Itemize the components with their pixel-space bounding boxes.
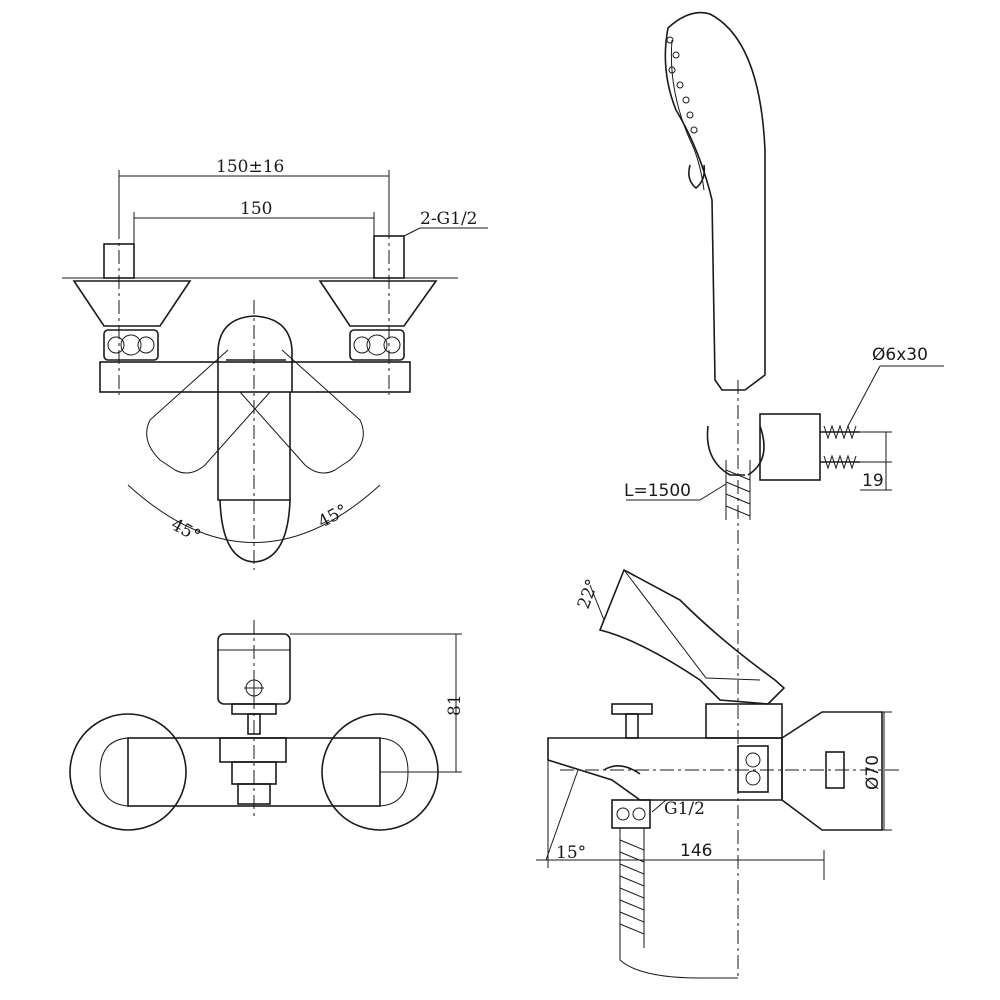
spray-selector <box>688 164 706 190</box>
side-nut-circle-a <box>745 752 761 768</box>
hose-leader <box>699 483 727 501</box>
right-eccentric-cone <box>318 280 438 327</box>
front-view: 81 <box>69 620 465 831</box>
left-nut <box>103 329 159 361</box>
dim-angle-left: 45° <box>168 515 204 547</box>
dim-outlet-thread: G1/2 <box>664 799 705 819</box>
dim-flange-diameter: Ø70 <box>863 755 883 790</box>
lever-angle-arc <box>589 584 605 621</box>
shower-face-line <box>670 39 705 191</box>
dim-height-81: 81 <box>445 694 465 716</box>
outlet-leader <box>651 799 667 813</box>
handle-lever-tip <box>219 499 291 563</box>
side-view: 22° G1/2 15° 146 Ø70 <box>536 568 900 979</box>
side-lever-edge <box>623 569 761 681</box>
nozzle-5 <box>682 96 690 104</box>
side-spout-lip <box>603 765 641 775</box>
nozzle-4 <box>676 81 684 89</box>
nozzle-7 <box>690 126 698 134</box>
cartridge-housing <box>217 315 293 392</box>
dim-anchor-screw: Ø6x30 <box>872 345 928 365</box>
nozzle-1 <box>666 36 674 44</box>
nozzle-3 <box>668 66 676 74</box>
hose-connector-a <box>616 807 630 821</box>
wall-bracket <box>759 413 821 481</box>
left-flange-inner <box>99 737 129 807</box>
right-nut <box>349 329 405 361</box>
thread-leader <box>403 227 421 237</box>
right-nut-arc-b <box>383 336 401 354</box>
left-nut-circle <box>120 334 142 356</box>
side-cartridge <box>705 703 783 739</box>
dim-spout-angle: 15° <box>556 843 586 863</box>
side-diverter-stem <box>625 713 639 739</box>
dim-angle-right: 45° <box>315 501 351 533</box>
dim-spacing: 150 <box>240 199 272 219</box>
top-view: 150±16 150 2-G1/2 45° 45° <box>62 157 488 570</box>
spout-angle-line <box>545 769 579 861</box>
screw-bottom-thread <box>823 454 857 470</box>
handle-rotated-left <box>146 349 271 474</box>
hand-shower-view: Ø6x30 19 L=1500 <box>624 11 944 980</box>
dim-bracket-gap: 19 <box>862 471 884 491</box>
hose-connector <box>611 799 651 829</box>
side-nut <box>737 745 769 793</box>
side-body <box>547 737 783 801</box>
left-nut-arc-a <box>107 336 125 354</box>
front-spout-top <box>219 737 287 763</box>
anchor-screws <box>820 424 860 470</box>
side-lever <box>598 568 786 705</box>
left-nut-arc-b <box>137 336 155 354</box>
dim-inlet-thread: 2-G1/2 <box>420 209 478 229</box>
dim-hose-length: L=1500 <box>624 481 691 501</box>
hose-connector-b <box>632 807 646 821</box>
handle-rotated-right <box>239 349 364 474</box>
rotation-arc <box>127 484 381 543</box>
nozzle-dots <box>666 36 698 134</box>
side-nut-circle-b <box>745 770 761 786</box>
nozzle-2 <box>672 51 680 59</box>
bracket-cup-left <box>706 425 745 476</box>
side-diverter-cap <box>611 703 653 715</box>
dim-spout-projection: 146 <box>680 841 712 861</box>
right-nut-circle <box>366 334 388 356</box>
screw-leader <box>847 365 881 427</box>
left-eccentric-cone <box>72 280 192 327</box>
side-hose <box>619 828 738 979</box>
left-flange <box>69 713 187 831</box>
hand-shower-head <box>664 11 766 391</box>
side-hose-ribs <box>619 839 645 935</box>
right-nut-arc-a <box>353 336 371 354</box>
mixer-body <box>99 361 411 393</box>
nozzle-6 <box>686 111 694 119</box>
bracket-cup-right <box>747 425 765 476</box>
dim-overall-spacing: 150±16 <box>216 157 284 177</box>
screw-top-thread <box>823 424 857 440</box>
